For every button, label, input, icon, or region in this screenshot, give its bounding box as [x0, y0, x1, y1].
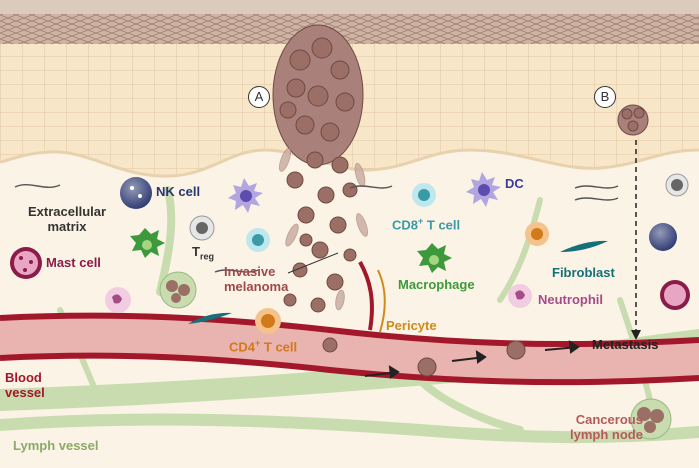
label-melanoma-line2: melanoma	[224, 279, 289, 294]
label-blood-line1: Blood	[5, 370, 42, 385]
macrophage-cell-right	[417, 243, 452, 273]
label-pericyte: Pericyte	[386, 318, 437, 333]
label-cd4: CD4+ T cell	[229, 336, 297, 354]
label-blood-vessel: Blood vessel	[5, 370, 45, 400]
cd4-cell	[255, 308, 281, 334]
label-fibroblast: Fibroblast	[552, 265, 615, 280]
invading-cells	[279, 148, 368, 311]
marker-a: A	[248, 86, 270, 108]
label-neutrophil: Neutrophil	[538, 292, 603, 307]
cd8-cell-right	[412, 183, 436, 207]
label-extracellular-matrix: Extracellular matrix	[28, 204, 106, 234]
blood-vessel-wall-top	[0, 312, 699, 348]
label-treg-main: T	[192, 244, 200, 259]
neutrophil-cell-right	[508, 284, 532, 308]
label-lymph-node-line2: lymph node	[570, 427, 643, 442]
mast-cell	[10, 247, 42, 279]
blood-vessel-wall-bottom	[0, 352, 699, 386]
dc-cell-right	[466, 172, 501, 207]
label-ecm-line1: Extracellular	[28, 204, 107, 219]
melanoma-tumor	[272, 24, 364, 353]
nk-cell	[120, 177, 152, 209]
label-cd4-sup: +	[255, 338, 261, 348]
label-cd4-rest: T cell	[260, 339, 298, 355]
blood-vessel-lumen	[0, 315, 699, 383]
flow-arrows	[364, 340, 580, 379]
stratum-top	[0, 0, 699, 14]
marker-b: B	[594, 86, 616, 108]
neutrophil-cell-left	[105, 287, 131, 313]
label-ecm-line2: matrix	[47, 219, 87, 234]
tumor-capillary	[358, 261, 374, 331]
cancerous-lymph-node	[630, 398, 672, 440]
circulating-tumor-cells	[417, 340, 526, 377]
label-blood-line2: vessel	[5, 385, 45, 400]
treg-cell	[189, 215, 215, 241]
dc-cell-left	[228, 178, 263, 213]
cd8-cell-left	[246, 228, 270, 252]
cd4-cell-right	[525, 222, 549, 246]
label-melanoma-line1: Invasive	[224, 264, 276, 279]
label-cd8-main: CD8	[392, 217, 419, 233]
label-cancerous-lymph-node: Cancerous lymph node	[570, 412, 643, 442]
label-cd4-main: CD4	[229, 339, 256, 355]
label-cd8-sup: +	[418, 216, 424, 226]
label-treg-sub: reg	[199, 251, 214, 262]
label-mast-cell: Mast cell	[46, 255, 101, 270]
label-lymph-node-line1: Cancerous	[575, 412, 643, 427]
label-cd8-rest: T cell	[423, 217, 461, 233]
label-macrophage: Macrophage	[398, 277, 475, 292]
metastasis-arrowhead	[631, 330, 641, 340]
label-metastasis: Metastasis	[592, 337, 659, 352]
label-cd8: CD8+ T cell	[392, 214, 460, 232]
fibroblast-cell-right	[560, 240, 608, 252]
fibroblast-cell-left	[188, 312, 232, 324]
macrophage-cell-left	[130, 228, 165, 258]
far-right-cells	[649, 173, 690, 310]
label-treg: Treg	[192, 244, 214, 265]
label-dc: DC	[505, 176, 524, 191]
melanoma-leader-line	[287, 252, 339, 274]
metastatic-cluster	[617, 104, 649, 136]
label-invasive-melanoma: Invasive melanoma	[224, 264, 288, 294]
stratum-corneum	[0, 14, 699, 44]
label-lymph-vessel: Lymph vessel	[13, 438, 99, 453]
pericyte-coverage	[377, 269, 386, 333]
label-nk-cell: NK cell	[156, 184, 201, 199]
ecm-fibers	[14, 184, 619, 273]
lymph-node-left	[159, 271, 197, 309]
